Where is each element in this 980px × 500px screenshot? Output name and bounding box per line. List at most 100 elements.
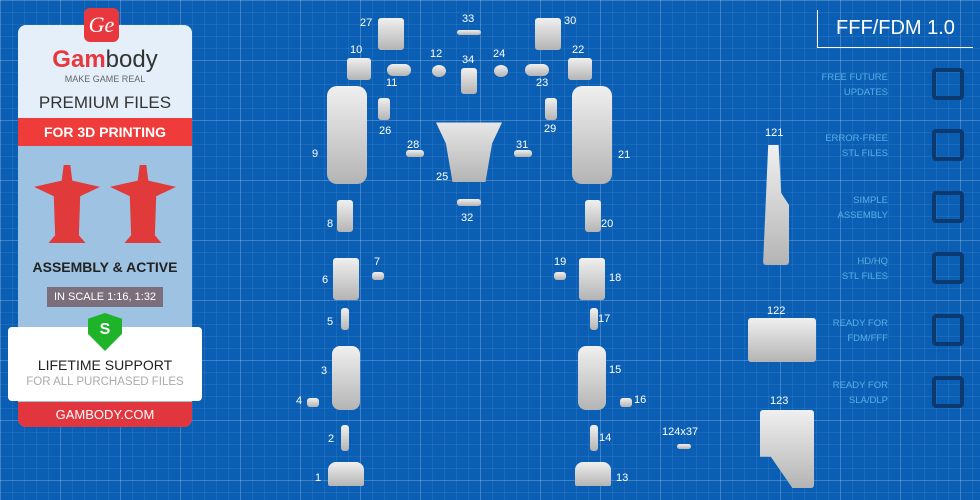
feature-2: SIMPLE ASSEMBLY [758, 193, 888, 223]
part-label: 9 [312, 148, 319, 160]
puzzle-icon [932, 191, 964, 223]
part-label: 15 [609, 364, 622, 376]
part-label: 123 [770, 395, 789, 407]
part-14 [590, 425, 598, 451]
part-label: 24 [493, 48, 506, 60]
feature-5: READY FOR SLA/DLP [758, 378, 888, 408]
part-label: 10 [350, 44, 363, 56]
part-12 [432, 65, 446, 77]
part-label: 29 [544, 123, 557, 135]
part-121 [763, 145, 789, 265]
part-1 [328, 462, 364, 486]
feature-line2: SLA/DLP [848, 395, 888, 406]
feature-line2: ASSEMBLY [837, 210, 888, 221]
part-label: 17 [598, 313, 611, 325]
part-5 [341, 308, 349, 330]
part-label: 12 [430, 48, 443, 60]
lifetime-support: LIFETIME SUPPORT [37, 357, 173, 373]
part-123 [760, 410, 814, 488]
part-label: 23 [536, 77, 549, 89]
part-8 [337, 200, 353, 232]
part-11 [387, 64, 411, 76]
part-label: 22 [572, 44, 585, 56]
active-figure-icon [110, 165, 176, 243]
feature-line2: FDM/FFF [847, 333, 888, 344]
part-23 [525, 64, 549, 76]
feature-line1: READY FOR [832, 380, 888, 391]
part-13 [575, 462, 611, 486]
brand-part2: body [105, 46, 158, 73]
part-33 [457, 30, 481, 35]
part-124 [677, 444, 691, 449]
part-34 [461, 68, 477, 94]
part-label: 5 [327, 316, 334, 328]
part-label: 19 [554, 256, 567, 268]
part-label: 33 [462, 13, 475, 25]
part-28 [406, 150, 424, 157]
feature-line1: FREE FUTURE [821, 72, 889, 83]
part-27 [378, 18, 404, 50]
part-label: 28 [407, 139, 420, 151]
part-label: 11 [386, 77, 398, 89]
part-122 [748, 318, 816, 362]
static-figure-icon [34, 165, 100, 243]
website-link[interactable]: GAMBODY.COM [18, 402, 192, 427]
part-label: 31 [516, 139, 529, 151]
part-label: 30 [564, 15, 577, 27]
premium-files: PREMIUM FILES [38, 93, 172, 112]
part-label: 21 [618, 149, 631, 161]
part-31 [514, 150, 532, 157]
for-3d-printing: FOR 3D PRINTING [18, 118, 192, 146]
ironman-icon [932, 252, 964, 284]
feature-line2: UPDATES [843, 87, 888, 98]
part-10 [347, 58, 371, 80]
feature-4: READY FOR FDM/FFF [758, 316, 888, 346]
part-16 [620, 398, 632, 407]
part-26 [378, 98, 390, 120]
part-3 [332, 346, 360, 410]
part-label: 8 [327, 218, 334, 230]
part-label: 16 [634, 394, 647, 406]
part-label: 13 [616, 472, 629, 484]
feature-line1: SIMPLE [853, 195, 888, 206]
part-2 [341, 425, 349, 451]
part-label: 20 [601, 218, 614, 230]
part-label: 2 [328, 433, 335, 445]
part-label: 18 [609, 272, 622, 284]
version-label: FFF/FDM 1.0 [817, 10, 973, 48]
part-30 [535, 18, 561, 50]
part-label: 1 [315, 472, 322, 484]
scale-badge: IN SCALE 1:16, 1:32 [47, 287, 163, 307]
part-label: 14 [599, 432, 612, 444]
part-label: 27 [360, 17, 373, 29]
part-20 [585, 200, 601, 232]
part-9 [327, 86, 367, 184]
part-6 [333, 258, 359, 300]
part-24 [494, 65, 508, 77]
feature-line1: HD/HQ [857, 256, 888, 267]
part-label: 26 [379, 125, 392, 137]
brand-name: Gambody [18, 47, 192, 73]
part-label: 121 [765, 127, 784, 139]
promo-card: Gambody MAKE GAME REAL PREMIUM FILES FOR… [18, 25, 192, 427]
part-label: 6 [322, 274, 329, 286]
part-19 [554, 272, 566, 280]
part-label: 25 [436, 171, 449, 183]
part-18 [579, 258, 605, 300]
part-29 [545, 98, 557, 120]
part-15 [578, 346, 606, 410]
feature-line1: READY FOR [832, 318, 888, 329]
brand-part1: Gam [52, 46, 106, 73]
part-21 [572, 86, 612, 184]
feature-line2: STL FILES [841, 148, 888, 159]
part-32 [457, 199, 481, 206]
lifetime-sub: FOR ALL PURCHASED FILES [26, 376, 184, 388]
part-label: 124x37 [662, 426, 699, 438]
tagline: MAKE GAME REAL [64, 74, 146, 84]
assembly-active: ASSEMBLY & ACTIVE [32, 259, 178, 275]
gambody-logo: Ge [84, 8, 119, 42]
part-label: 7 [374, 256, 381, 268]
feature-0: FREE FUTURE UPDATES [758, 70, 889, 100]
